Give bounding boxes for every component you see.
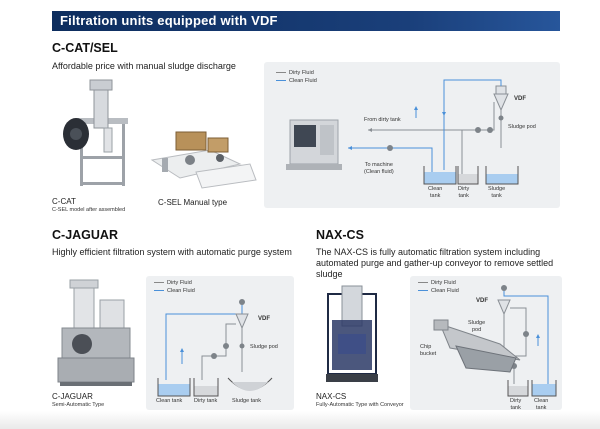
- sludge-tank-label: Sludge tank: [232, 398, 262, 404]
- section-title-ccat: C-CAT/SEL: [52, 41, 118, 55]
- section-desc-naxcs: The NAX-CS is fully automatic filtration…: [316, 247, 554, 279]
- legend-dirty-fluid: Dirty Fluid: [418, 280, 456, 286]
- page-title: Filtration units equipped with VDF: [60, 13, 278, 28]
- vdf-label: VDF: [258, 316, 270, 322]
- clean-tank-label: Clean tank: [534, 398, 549, 411]
- csel-kit-photo: [150, 128, 260, 190]
- naxcs-unit-photo: [320, 280, 384, 388]
- section-title-cjaguar: C-JAGUAR: [52, 228, 118, 242]
- vdf-label: VDF: [476, 298, 488, 304]
- section-title-naxcs: NAX-CS: [316, 228, 364, 242]
- sludge-pod-label: Sludge pod: [250, 344, 278, 350]
- from-dirty-tank-label: From dirty tank: [364, 117, 401, 123]
- legend-clean-fluid: Clean Fluid: [418, 288, 459, 294]
- to-machine-label: To machine (Clean fluid): [364, 162, 394, 175]
- cjaguar-flow-diagram: Dirty Fluid Clean Fluid VDF Sludge pod C…: [146, 276, 294, 410]
- vdf-label: VDF: [514, 96, 526, 102]
- naxcs-caption: NAX-CS: [316, 392, 347, 401]
- ccat-caption-sub: C-SEL model after assembled: [52, 207, 126, 213]
- legend-dirty-fluid: Dirty Fluid: [276, 70, 314, 76]
- ccat-caption: C-CAT: [52, 197, 76, 206]
- header-bar: Filtration units equipped with VDF: [52, 11, 560, 31]
- cjaguar-unit-photo: [52, 278, 140, 388]
- legend-dirty-fluid: Dirty Fluid: [154, 280, 192, 286]
- chip-bucket-label: Chip bucket: [420, 344, 437, 357]
- bottom-fade: [0, 411, 600, 429]
- section-desc-ccat: Affordable price with manual sludge disc…: [52, 61, 236, 71]
- ccat-unit-photo: [52, 78, 144, 188]
- dirty-tank-label: Dirty tank: [194, 398, 218, 404]
- legend-clean-fluid: Clean Fluid: [276, 78, 317, 84]
- clean-tank-label: Clean tank: [428, 186, 443, 199]
- csel-caption: C-SEL Manual type: [158, 198, 228, 207]
- ccat-flow-diagram: Dirty Fluid Clean Fluid VDF From dirty t…: [264, 62, 560, 208]
- cjaguar-caption: C-JAGUAR: [52, 392, 93, 401]
- dirty-tank-label: Dirty tank: [510, 398, 522, 411]
- naxcs-flow-diagram: Dirty Fluid Clean Fluid VDF Sludge pod C…: [410, 276, 562, 411]
- sludge-pod-label: Sludge pod: [468, 320, 486, 333]
- dirty-tank-label: Dirty tank: [458, 186, 470, 199]
- clean-tank-label: Clean tank: [156, 398, 183, 404]
- section-desc-cjaguar: Highly efficient filtration system with …: [52, 247, 292, 257]
- sludge-pod-label: Sludge pod: [508, 124, 536, 130]
- legend-clean-fluid: Clean Fluid: [154, 288, 195, 294]
- sludge-tank-label: Sludge tank: [488, 186, 506, 199]
- cjaguar-caption-sub: Semi-Automatic Type: [52, 402, 105, 408]
- naxcs-caption-sub: Fully-Automatic Type with Conveyor: [316, 402, 404, 408]
